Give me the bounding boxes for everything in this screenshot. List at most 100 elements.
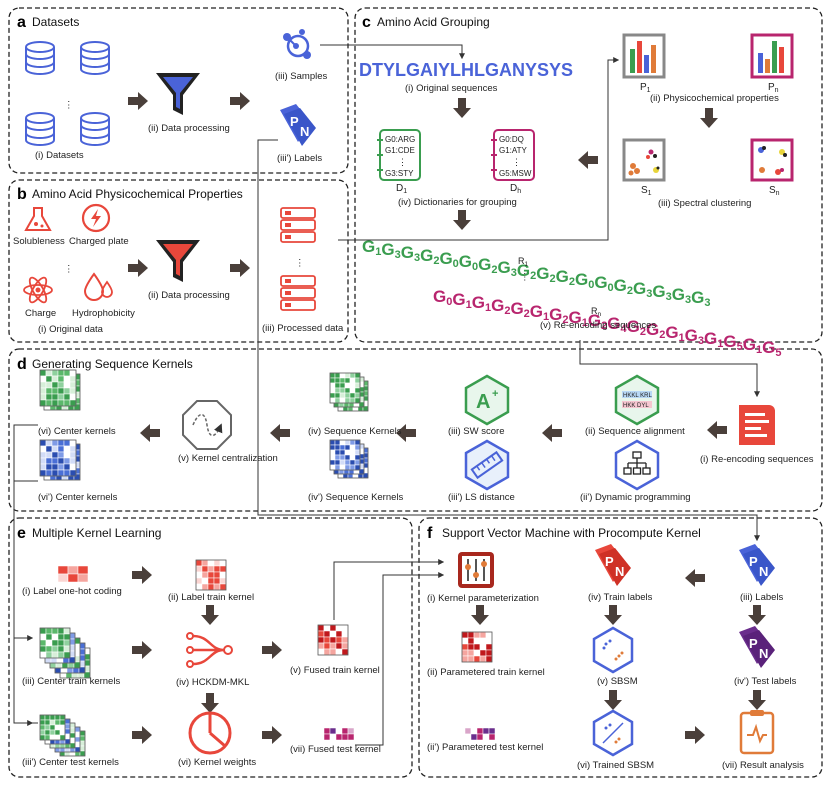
processing-label: (ii) Data processing: [148, 123, 230, 134]
matrix-border: [329, 439, 361, 471]
matrix-cell: [335, 642, 343, 650]
group-index: 0: [446, 296, 452, 308]
spectral-label: (iii) Spectral clustering: [658, 198, 751, 209]
matrix-cell: [44, 724, 51, 731]
original-sequence: DTYLGAIYLHLGANYSYS: [359, 60, 573, 80]
center-kernel-stack-2: [39, 439, 81, 481]
matrix-cell: [329, 648, 337, 656]
group-index: 1: [717, 338, 723, 350]
onehot-label: (i) Label one-hot coding: [22, 586, 122, 597]
matrix-cell: [49, 729, 56, 736]
flow-arrow-left: [707, 421, 727, 439]
matrix-cell: [339, 454, 346, 461]
matrix-cell: [339, 382, 346, 389]
matrix-cell: [344, 387, 351, 394]
svg-text:G1:ATY: G1:ATY: [499, 146, 528, 155]
group-index: 3: [414, 252, 420, 264]
connector-fused-train: [333, 559, 445, 620]
matrix-cell: [339, 449, 346, 456]
matrix-cell: [45, 445, 53, 453]
network-merge-icon: [186, 632, 233, 668]
matrix-cell: [329, 733, 337, 741]
pn-label: Pn: [768, 82, 779, 94]
group-index: 3: [395, 249, 401, 261]
matrix-cell: [39, 387, 47, 395]
sn-label: Sn: [769, 185, 780, 197]
matrix-cell: [195, 571, 203, 579]
matrix-cell: [335, 648, 343, 656]
matrix-cell: [45, 633, 53, 641]
group-letter: G: [517, 261, 530, 280]
group-letter: G: [549, 305, 562, 324]
group-index: 2: [569, 276, 575, 288]
group-letter: G: [652, 282, 665, 301]
matrix-cell: [467, 637, 475, 645]
processing-label: (ii) Data processing: [148, 290, 230, 301]
matrix-cell: [201, 571, 209, 579]
flow-arrow: [748, 690, 766, 710]
matrix-cell: [349, 397, 356, 404]
matrix-cell: [329, 397, 336, 404]
matrix-cell: [219, 583, 227, 591]
matrix-cell: [59, 734, 66, 741]
matrix-cell: [482, 733, 490, 741]
matrix-cell: [51, 393, 59, 401]
matrix-border: [329, 372, 361, 404]
group-index: 2: [491, 264, 497, 276]
matrix-cell: [344, 382, 351, 389]
trained-sbsm-icon: [592, 709, 634, 757]
network-icon: [283, 29, 311, 59]
matrix-cell: [213, 577, 221, 585]
matrix-cell: [329, 382, 336, 389]
group-letter: G: [530, 302, 543, 321]
group-index: 1: [679, 332, 685, 344]
fused-test-matrix: [323, 727, 355, 741]
server-icon: [280, 207, 316, 243]
matrix-cell: [39, 719, 46, 726]
matrix-cell: [344, 372, 351, 379]
matrix-cell: [64, 738, 71, 745]
matrix-cell: [45, 369, 53, 377]
group-letter: G: [607, 314, 620, 333]
panel-b-title: Amino Acid Physicochemical Properties: [32, 187, 243, 201]
group-index: 3: [685, 294, 691, 306]
matrix-cell: [69, 722, 76, 729]
matrix-cell: [461, 637, 469, 645]
matrix-cell: [57, 639, 65, 647]
matrix-cell: [51, 651, 59, 659]
flow-arrow-left: [270, 424, 290, 442]
parametered-test-matrix: [464, 727, 496, 741]
panel-b-box: [8, 179, 349, 343]
weights-label: (vi) Kernel weights: [178, 757, 256, 768]
matrix-cell: [334, 382, 341, 389]
matrix-cell: [63, 463, 71, 471]
matrix-cell: [45, 375, 53, 383]
matrix-cell: [207, 559, 215, 567]
matrix-cell: [317, 648, 325, 656]
matrix-cell: [79, 750, 86, 757]
svg-text:HKK DYL: HKK DYL: [623, 403, 649, 409]
tag-icon: P N: [595, 544, 631, 586]
property-chart-p1: [622, 33, 666, 79]
matrix-cell: [49, 719, 56, 726]
matrix-cell: [344, 464, 351, 471]
matrix-cell: [39, 393, 47, 401]
fused-train-matrix: [317, 624, 349, 656]
matrix-cell: [339, 392, 346, 399]
matrix-cell: [334, 439, 341, 446]
flow-arrow: [262, 641, 282, 659]
matrix-cell: [201, 565, 209, 573]
labels-label: (iii) Labels: [740, 592, 784, 603]
matrix-cell: [51, 445, 59, 453]
matrix-cell: [63, 381, 71, 389]
matrix-cell: [479, 655, 487, 663]
group-index: 1: [485, 302, 491, 314]
matrix-cell: [207, 583, 215, 591]
hierarchy-hexagon-icon: [614, 439, 660, 491]
matrix-cell: [344, 444, 351, 451]
funnel-icon: [156, 240, 200, 282]
matrix-cell: [329, 636, 337, 644]
tag-icon: P N: [739, 626, 775, 668]
svg-text:G1:CDE: G1:CDE: [385, 146, 415, 155]
